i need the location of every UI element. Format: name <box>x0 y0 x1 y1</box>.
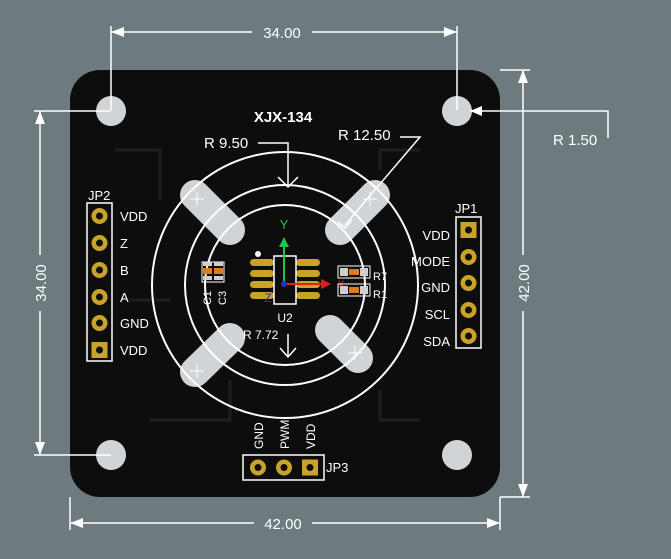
axis-x-label: X <box>337 279 345 291</box>
res-r7-label: R7 <box>373 271 387 283</box>
dim-left-height: 34.00 <box>33 264 50 302</box>
jp1-label: JP1 <box>455 201 477 216</box>
slot-top-left <box>180 180 245 245</box>
jp1-pin-label-1: VDD <box>423 228 450 243</box>
jp3-pin-label-1: GND <box>252 422 266 449</box>
slot-crosshairs <box>190 192 377 378</box>
axis-y-label: Y <box>280 217 289 232</box>
slot-bottom-right <box>315 315 373 373</box>
jp1-pin-label-2: MODE <box>411 254 450 269</box>
capacitors: C1 C3 <box>201 261 229 305</box>
jp1-pin-label-5: SDA <box>423 334 450 349</box>
connector-jp3: JP3 GND PWM VDD <box>242 420 348 481</box>
res-r1-label: R1 <box>373 289 387 301</box>
chip-pads <box>250 259 320 299</box>
cap-c3-label: C3 <box>217 291 229 305</box>
jp2-pin-label-3: B <box>120 263 129 278</box>
dim-right-height: 42.00 <box>516 264 533 302</box>
mounting-hole-bottom-right <box>442 440 472 470</box>
ring-inner <box>204 204 366 366</box>
axis-indicator: Y X Z <box>264 217 345 305</box>
chip-pin1-dot <box>255 251 261 257</box>
jp2-pin-label-6: VDD <box>120 343 147 358</box>
board-title: XJX-134 <box>254 109 313 126</box>
jp2-pin-label-5: GND <box>120 316 149 331</box>
connector-jp1: JP1 VDD MODE GND SCL SDA <box>411 201 482 349</box>
ring-inner-label: R 7.72 <box>243 328 279 342</box>
mounting-hole-top-right <box>442 96 472 126</box>
chip-label: U2 <box>277 311 293 325</box>
connector-jp2: JP2 VDD Z B A GND VDD <box>86 188 149 362</box>
dim-hole-radius: R 1.50 <box>553 132 597 149</box>
ring-outer <box>151 151 419 419</box>
cap-c1-label: C1 <box>202 291 214 305</box>
jp3-pin-label-3: VDD <box>304 423 318 449</box>
jp2-label: JP2 <box>88 188 110 203</box>
pcb-traces <box>115 148 420 422</box>
jp2-pin-label-4: A <box>120 290 129 305</box>
jp2-pin-label-2: Z <box>120 236 128 251</box>
ring-callouts <box>258 136 422 359</box>
ring-outer-label: R 12.50 <box>338 127 391 144</box>
jp3-label: JP3 <box>326 460 348 475</box>
axis-z-label: Z <box>264 291 271 305</box>
jp3-pin-label-2: PWM <box>278 420 292 449</box>
resistors: R7 R1 <box>337 265 387 301</box>
dimension-labels: 34.00 34.00 42.00 42.00 R 1.50 <box>30 22 597 533</box>
jp1-pin-label-4: SCL <box>425 307 450 322</box>
dim-top-width: 34.00 <box>263 25 301 42</box>
jp1-pin-label-3: GND <box>421 280 450 295</box>
ring-middle-label: R 9.50 <box>204 135 248 152</box>
dim-bottom-width: 42.00 <box>264 516 302 533</box>
jp2-pin-label-1: VDD <box>120 209 147 224</box>
